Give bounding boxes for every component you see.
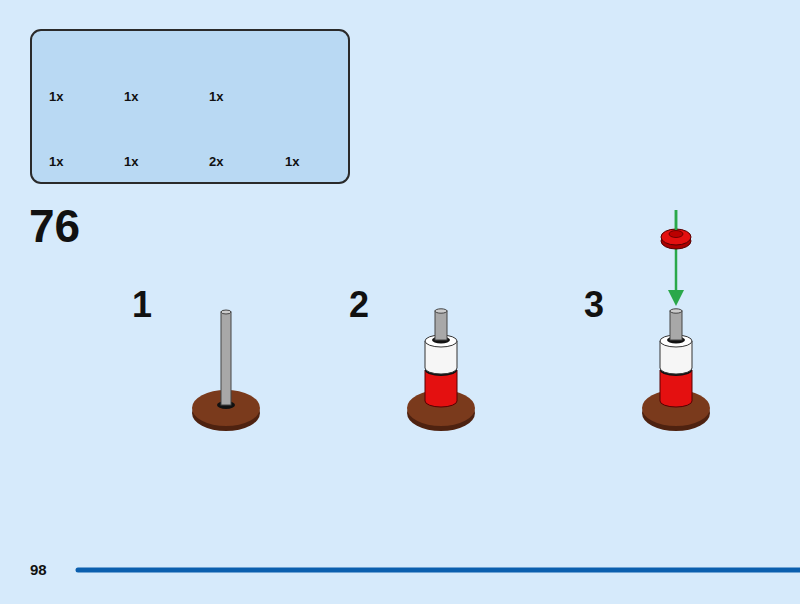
part-quantity: 1x: [49, 155, 63, 168]
page-number: 98: [30, 562, 47, 577]
part-quantity: 1x: [49, 90, 63, 103]
part-quantity: 1x: [124, 155, 138, 168]
part-quantity: 1x: [285, 155, 299, 168]
step-number: 76: [29, 203, 80, 249]
step2-figure: [407, 309, 475, 431]
parts-box: 1x 1x 1x 1x 1x 2x 1x: [30, 29, 350, 184]
substep-number: 3: [584, 287, 604, 323]
part-quantity: 2x: [209, 155, 223, 168]
substep-number: 2: [349, 287, 369, 323]
part-quantity: 1x: [124, 90, 138, 103]
step1-figure: [192, 310, 260, 431]
step3-figure: [642, 210, 710, 431]
page-bar: [78, 568, 800, 573]
part-quantity: 1x: [209, 90, 223, 103]
substep-number: 1: [132, 287, 152, 323]
